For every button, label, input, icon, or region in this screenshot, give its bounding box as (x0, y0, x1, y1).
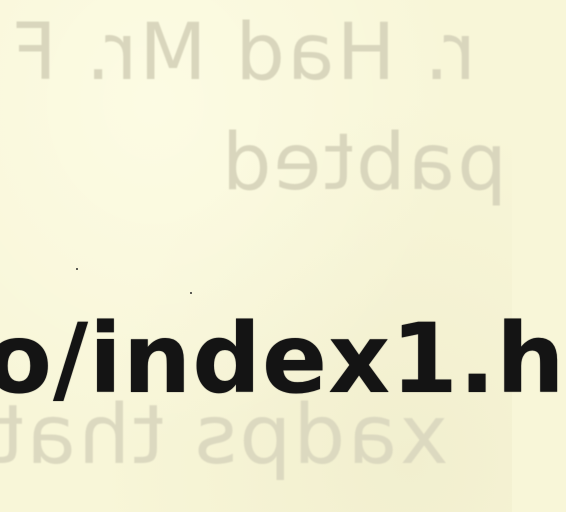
ink-speck (190, 292, 192, 294)
show-through-text-line-2: pabted (220, 118, 507, 208)
printed-url-text: o/index1.h (0, 303, 566, 415)
show-through-text-line-1: r. Had Mr. F (10, 8, 476, 98)
ink-speck (76, 268, 78, 270)
